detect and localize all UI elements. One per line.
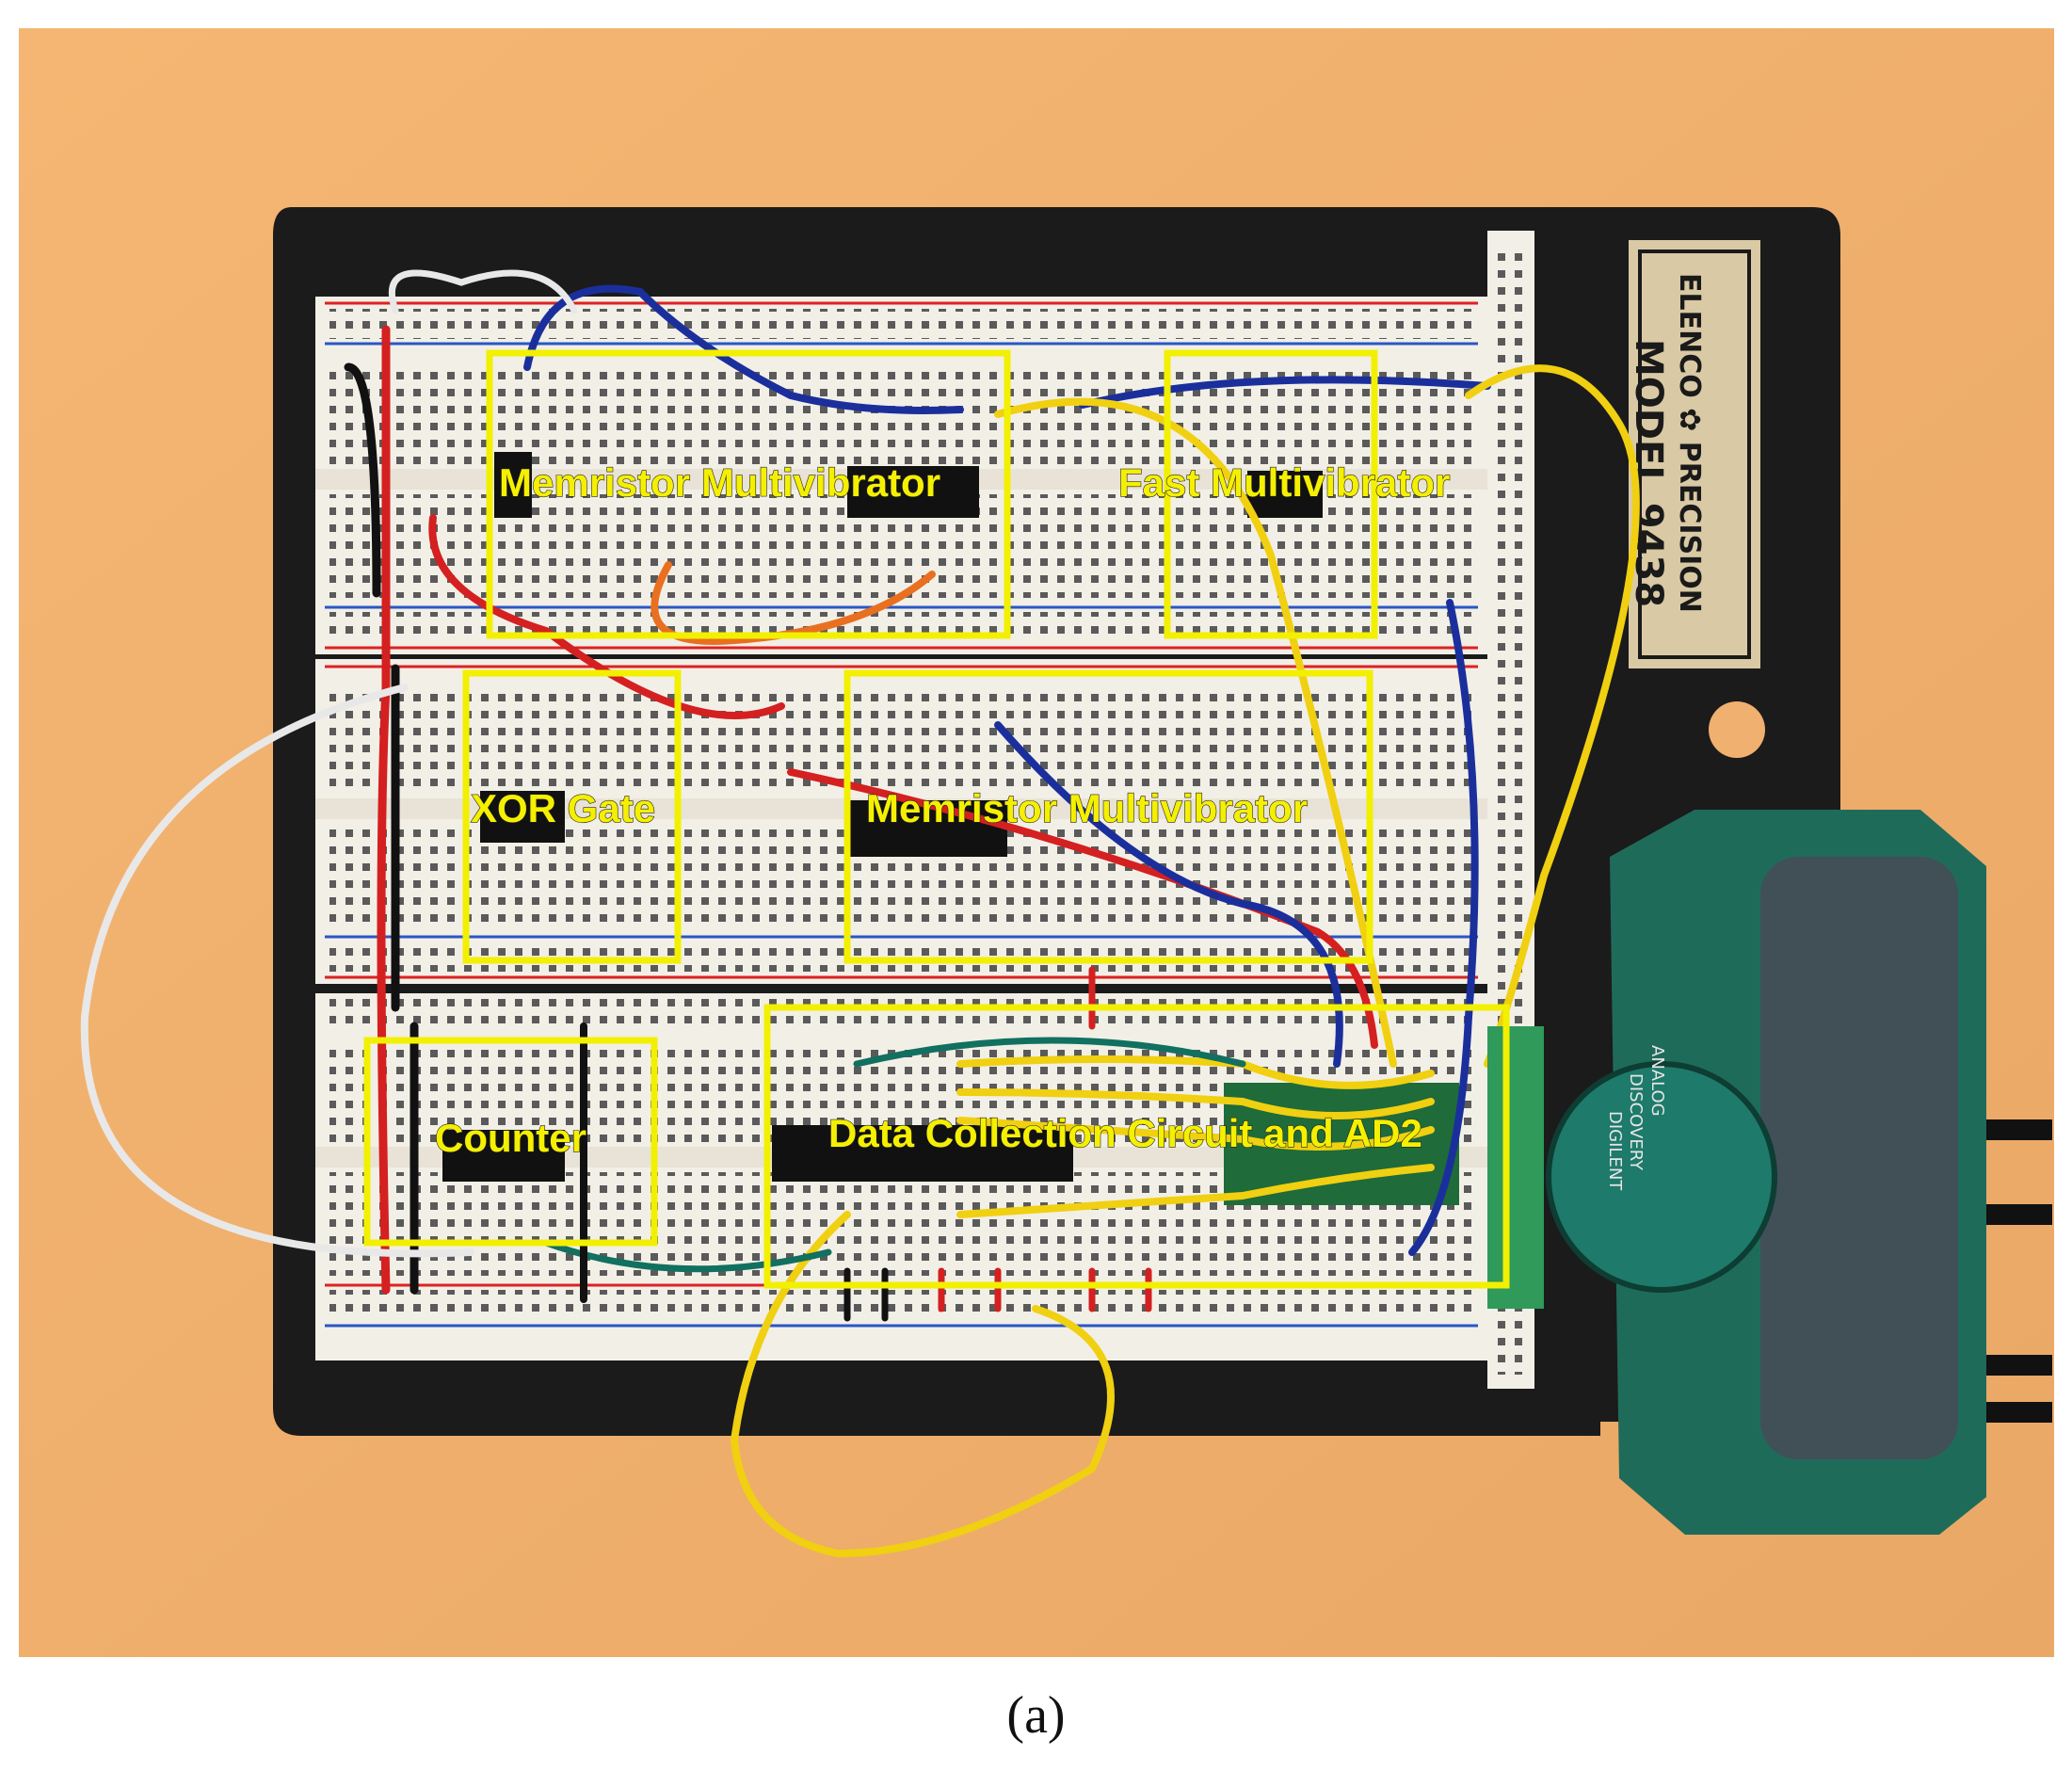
mounting-hole [1709,701,1765,758]
region-fast-multivibrator: Fast Multivibrator [1117,349,1451,639]
model-plaque: ELENCO ✿ PRECISION MODEL 9438 [1627,240,1760,668]
region-label: Fast Multivibrator [1118,460,1450,505]
region-data-collection: Data Collection Circuit and AD2 [763,1004,1510,1289]
figure-caption: (a) [1006,1686,1066,1745]
device-label-discovery: DISCOVERY [1626,1073,1646,1171]
region-label: Memristor Multivibrator [499,460,940,505]
region-memristor-multivibrator-top: Memristor Multivibrator [486,349,1011,639]
region-counter: Counter [363,1037,658,1247]
region-label: Memristor Multivibrator [866,786,1308,830]
analog-discovery-device: ANALOG DISCOVERY DIGILENT [1487,810,2052,1535]
device-label-digilent: DIGILENT [1605,1111,1625,1191]
region-memristor-multivibrator-middle: Memristor Multivibrator [843,669,1373,964]
device-label-analog: ANALOG [1647,1045,1667,1117]
region-label: Data Collection Circuit and AD2 [828,1111,1422,1155]
plaque-line-1: ELENCO ✿ PRECISION [1673,273,1706,613]
region-xor-gate: XOR Gate [462,669,682,964]
region-label: Counter [435,1116,586,1160]
breadboard-photo: ELENCO ✿ PRECISION MODEL 9438 [19,28,2054,1657]
region-label: XOR Gate [471,786,655,830]
jumper-wires [80,269,1640,1558]
